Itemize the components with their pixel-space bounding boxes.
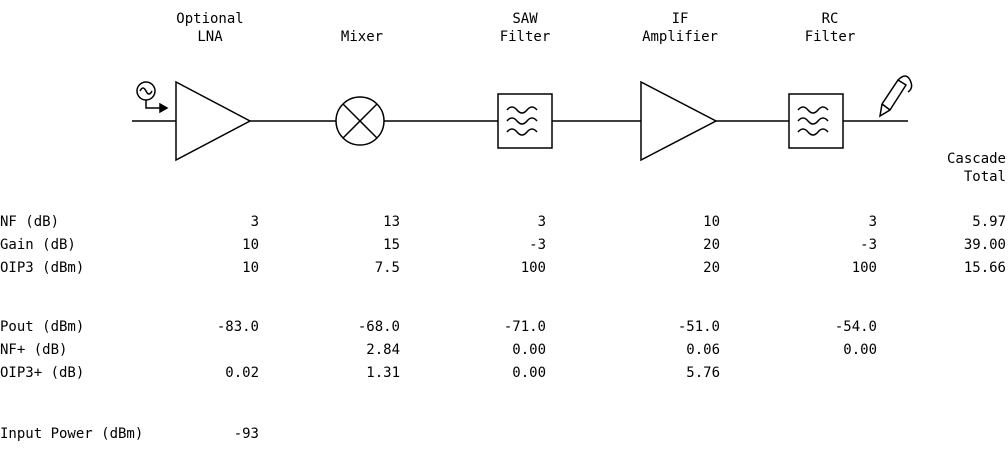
row-label-oip3: OIP3 (dBm) — [0, 260, 85, 276]
row-label-pout: Pout (dBm) — [0, 319, 85, 335]
signal-source-icon — [136, 81, 169, 114]
stage-title-if-amplifier: IF Amplifier — [642, 11, 718, 45]
lna-pout-value: -83.0 — [216, 319, 259, 335]
stage-title-rc-filter: RC Filter — [804, 11, 856, 45]
saw-pout-value: -71.0 — [503, 319, 546, 335]
mixer-nf-value: 13 — [383, 214, 400, 230]
mixer-pout-value: -68.0 — [357, 319, 400, 335]
rc-pout-value: -54.0 — [834, 319, 877, 335]
mixer-icon — [335, 96, 385, 146]
mixer-oip3-plus-value: 1.31 — [366, 365, 400, 381]
row-label-input-power: Input Power (dBm) — [0, 426, 144, 442]
row-label-nf: NF (dB) — [0, 214, 60, 230]
saw-oip3-plus-value: 0.00 — [512, 365, 546, 381]
stage-title-mixer: Mixer — [340, 29, 384, 45]
rc-nf-value: 3 — [868, 214, 877, 230]
cascade-nf-value: 5.97 — [972, 214, 1006, 230]
input-power-value: -93 — [233, 426, 259, 442]
cascade-header-line2: Total — [963, 169, 1006, 185]
rc-nf-plus-value: 0.00 — [843, 342, 877, 358]
lna-nf-value: 3 — [250, 214, 259, 230]
row-label-gain: Gain (dB) — [0, 237, 76, 253]
saw-oip3-value: 100 — [520, 260, 546, 276]
if-amp-nf-value: 10 — [703, 214, 720, 230]
if-amp-gain-value: 20 — [703, 237, 720, 253]
lna-gain-value: 10 — [242, 237, 259, 253]
rc-gain-value: -3 — [860, 237, 877, 253]
cascade-header-line1: Cascade — [946, 151, 1006, 167]
saw-gain-value: -3 — [529, 237, 546, 253]
saw-nf-value: 3 — [537, 214, 546, 230]
if-amp-oip3-plus-value: 5.76 — [686, 365, 720, 381]
mixer-oip3-value: 7.5 — [374, 260, 400, 276]
row-label-nf-plus: NF+ (dB) — [0, 342, 68, 358]
if-amp-nf-plus-value: 0.06 — [686, 342, 720, 358]
mixer-gain-value: 15 — [383, 237, 400, 253]
saw-filter-icon — [497, 93, 553, 149]
rc-filter-icon — [788, 93, 844, 149]
row-label-oip3-plus: OIP3+ (dB) — [0, 365, 85, 381]
saw-nf-plus-value: 0.00 — [512, 342, 546, 358]
rc-oip3-value: 100 — [851, 260, 877, 276]
cascade-gain-value: 39.00 — [963, 237, 1006, 253]
stage-title-saw-filter: SAW Filter — [499, 11, 551, 45]
lna-oip3-plus-value: 0.02 — [225, 365, 259, 381]
stage-title-lna: Optional LNA — [176, 11, 244, 45]
lna-oip3-value: 10 — [242, 260, 259, 276]
lna-amplifier-icon — [175, 80, 252, 162]
mixer-nf-plus-value: 2.84 — [366, 342, 400, 358]
cascade-oip3-value: 15.66 — [963, 260, 1006, 276]
if-amplifier-icon — [640, 80, 718, 162]
if-amp-pout-value: -51.0 — [677, 319, 720, 335]
output-probe-icon — [878, 75, 913, 118]
if-amp-oip3-value: 20 — [703, 260, 720, 276]
signal-chain-diagram — [132, 75, 913, 162]
